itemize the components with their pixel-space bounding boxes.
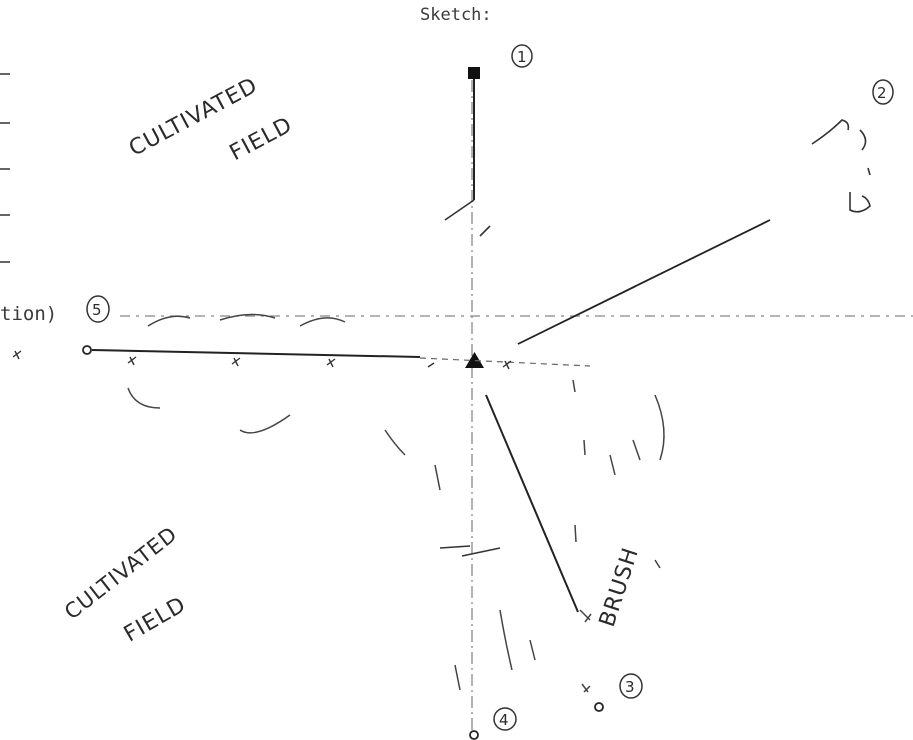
marker-1: 1 (512, 45, 532, 67)
label-brush: BRUSH (595, 544, 644, 630)
marker-5: 5 (87, 296, 109, 322)
axis-break-marks (440, 200, 500, 556)
label-field-top: FIELD (226, 112, 297, 166)
form-margin-dashes (0, 74, 10, 262)
svg-text:2: 2 (877, 84, 888, 102)
svg-text:3: 3 (625, 678, 636, 696)
sketch-title: Sketch: (420, 5, 492, 25)
bottom-endpoint-circle (470, 731, 478, 739)
marker-2: 2 (873, 80, 893, 104)
transect-line-northeast (518, 220, 770, 344)
transect-line-southeast (486, 395, 578, 612)
margin-text-fragment: tion) (0, 303, 57, 325)
marker-4: 4 (494, 708, 516, 730)
west-endpoint-circle (83, 346, 91, 354)
south-endpoint-circle (595, 703, 603, 711)
transect-line-west (92, 350, 420, 357)
svg-text:4: 4 (499, 711, 510, 729)
marker-3: 3 (620, 674, 642, 698)
northeast-scribbles (812, 120, 870, 212)
svg-text:5: 5 (92, 301, 103, 319)
north-endpoint-marker (468, 67, 480, 79)
field-contour-strokes (128, 314, 664, 692)
svg-text:1: 1 (517, 48, 528, 66)
label-field-bottom: FIELD (120, 592, 191, 647)
